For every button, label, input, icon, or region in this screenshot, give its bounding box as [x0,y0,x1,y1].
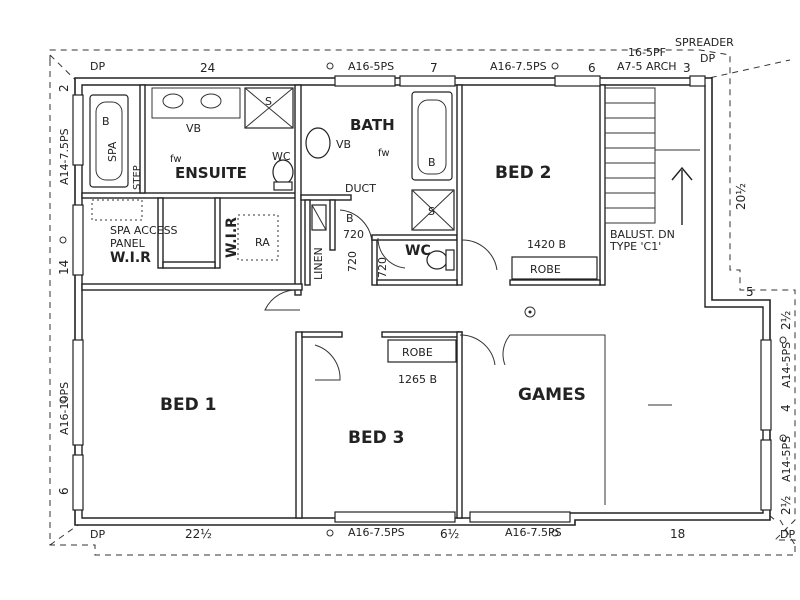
dim-top-3: 3 [683,61,691,75]
dim-bottom-window-1: A16-7.5PS [505,526,562,539]
note-panel: PANEL [110,237,146,250]
room-wc: WC [405,243,431,259]
internal-walls [81,84,606,519]
dim-right-3: 4 [779,404,793,412]
dim-top-0: 24 [200,61,215,75]
dim-right-1: 5 [746,285,754,299]
room-bath: BATH [350,116,395,134]
note-robe-bed3-size: 1265 B [398,373,437,386]
room-linen: LINEN [312,247,325,280]
dim-right-window-1: A14-5PS [780,436,793,482]
dim-left-window-1: A16-10PS [58,382,71,435]
room-wir-right: W.I.R [224,217,240,258]
room-labels: BED 1 BED 2 BED 3 GAMES BATH ENSUITE W.I… [110,116,586,448]
room-bed2: BED 2 [495,163,551,183]
room-wir-left: W.I.R [110,250,151,266]
spa-fixture [89,94,129,188]
room-robe-bed2: ROBE [530,263,561,276]
label-ra: RA [255,236,270,249]
dim-left-2: 6 [57,487,71,495]
note-spreader: SPREADER [675,36,734,49]
notes: SPA ACCESS PANEL BALUST. DN TYPE 'C1' 14… [110,36,734,386]
room-games: GAMES [518,385,586,405]
room-robe-bed3: ROBE [402,346,433,359]
fixtures [89,87,700,505]
dim-dp-bottom-right: DP [780,528,795,541]
dim-top-2: 6 [588,61,596,75]
room-ensuite: ENSUITE [175,164,247,182]
label-duct: DUCT [345,182,376,195]
dim-left-window-0: A14-7.5PS [58,128,71,185]
label-s-bath: S [428,205,435,218]
label-step: STEP [132,165,143,190]
label-b-bath: B [428,156,436,169]
label-fw-bath: fw [378,148,390,159]
dim-right-4: 2½ [779,496,793,515]
dim-left-0: 2 [57,84,71,92]
note-720a: 720 [343,228,364,241]
dim-bottom-0: 22½ [185,527,212,541]
dim-top-right: 16-5PF [628,46,666,59]
dim-top-window-1: A16-7.5PS [490,60,547,73]
dim-dp-bottom-left: DP [90,528,105,541]
label-vb-ensuite: VB [186,122,201,135]
dim-bottom-2: 18 [670,527,685,541]
room-bed1: BED 1 [160,395,216,415]
note-robe-bed2-size: 1420 B [527,238,566,251]
label-wc-ensuite: WC [272,150,291,163]
label-vb-bath: VB [336,138,351,151]
dim-left-1: 14 [57,260,71,275]
note-720b: 720 [346,251,359,272]
external-walls [74,77,771,526]
windows [72,75,772,523]
dim-right-2: 2½ [779,311,793,330]
note-door-b: B [346,212,354,225]
dimensions: 24 A16-5PS 7 A16-7.5PS 6 A7-5 ARCH 3 16-… [57,46,795,541]
note-spa-access: SPA ACCESS [110,224,178,237]
dim-top-window-0: A16-5PS [348,60,394,73]
dim-dp-top-left: DP [90,60,105,73]
stairs [604,87,700,225]
dim-top-window-2: A7-5 ARCH [617,60,677,73]
dim-top-1: 7 [430,61,438,75]
dim-dp-top-right: DP [700,52,715,65]
dim-right-0: 20½ [734,183,748,210]
dim-bottom-window-0: A16-7.5PS [348,526,405,539]
note-type: TYPE 'C1' [609,240,661,253]
label-b-spa: B [102,115,110,128]
markers [59,62,787,537]
note-720c: 720 [376,257,389,278]
doors [264,209,511,381]
room-bed3: BED 3 [348,428,404,448]
dim-bottom-1: 6½ [440,527,459,541]
label-spa: SPA [106,141,119,162]
dim-right-window-0: A14-5PS [780,342,793,388]
label-fw-ensuite: fw [170,154,182,165]
note-balust: BALUST. DN [610,228,675,241]
fixture-labels: SPA STEP VB VB WC S S B B fw fw RA DUCT [102,95,436,249]
label-s-top: S [265,95,272,108]
